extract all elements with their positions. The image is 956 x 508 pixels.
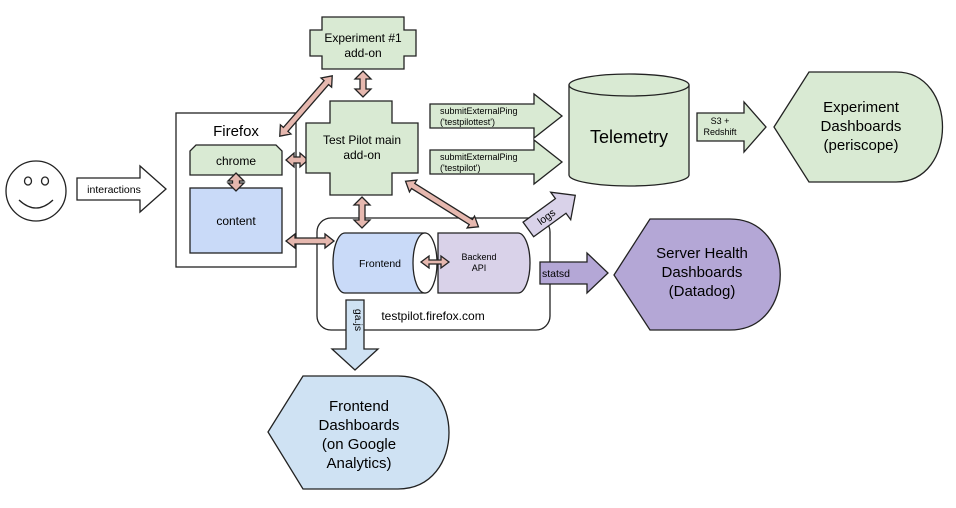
experiment-addon-line2: add-on — [344, 46, 381, 60]
frontend-dashboards-box: Frontend Dashboards (on Google Analytics… — [267, 375, 450, 490]
testpilot-addon-box: Test Pilot main add-on — [305, 100, 419, 196]
experiment-dashboards-line1: Experiment — [823, 99, 900, 116]
gajs-label: ga.js — [352, 309, 364, 331]
backend-api-line2: API — [472, 263, 487, 273]
server-health-line2: Dashboards — [662, 264, 743, 281]
statsd-arrow: statsd — [539, 251, 609, 295]
server-health-line3: (Datadog) — [669, 283, 736, 300]
experiment-dashboards-line2: Dashboards — [821, 118, 902, 135]
frontend-backend-arrow — [419, 254, 451, 270]
telemetry-database: Telemetry — [568, 73, 690, 187]
backend-api-line1: Backend — [461, 252, 496, 262]
s3-redshift-arrow: S3 + Redshift — [696, 100, 767, 154]
content-box: content — [189, 187, 283, 254]
testpilot-backend-arrow — [404, 179, 480, 229]
ping-arrow-testpilottest-line1: submitExternalPing — [440, 106, 518, 116]
frontend-dashboards-line4: Analytics) — [326, 455, 391, 472]
experiment-testpilot-arrow — [353, 70, 373, 98]
experiment-addon-line1: Experiment #1 — [324, 31, 402, 45]
s3-redshift-line1: S3 + — [711, 116, 730, 126]
testpilot-addon-line2: add-on — [343, 148, 380, 162]
website-domain-label: testpilot.firefox.com — [381, 309, 484, 323]
testpilot-website-arrow — [352, 196, 372, 229]
ping-arrow-testpilot: submitExternalPing ('testpilot') — [429, 138, 564, 186]
experiment-addon-box: Experiment #1 add-on — [309, 16, 417, 70]
statsd-label: statsd — [542, 268, 570, 280]
gajs-arrow: ga.js — [330, 299, 380, 371]
interactions-arrow: interactions — [76, 164, 167, 214]
testpilot-addon-line1: Test Pilot main — [323, 133, 401, 147]
frontend-dashboards-line2: Dashboards — [319, 417, 400, 434]
firefox-title: Firefox — [213, 123, 259, 140]
frontend-label: Frontend — [359, 258, 401, 270]
ping-arrow-testpilot-line1: submitExternalPing — [440, 152, 518, 162]
frontend-dashboards-line1: Frontend — [329, 398, 389, 415]
server-health-line1: Server Health — [656, 245, 748, 262]
frontend-box: Frontend — [332, 232, 438, 294]
telemetry-label: Telemetry — [590, 127, 668, 147]
server-health-dashboards-box: Server Health Dashboards (Datadog) — [613, 218, 781, 331]
logs-arrow: logs — [522, 191, 577, 238]
chrome-label: chrome — [216, 154, 256, 168]
ping-arrow-testpilottest: submitExternalPing ('testpilottest') — [429, 92, 564, 140]
experiment-dashboards-line3: (periscope) — [823, 137, 898, 154]
content-frontend-arrow — [284, 232, 336, 250]
ping-arrow-testpilottest-line2: ('testpilottest') — [440, 117, 495, 127]
backend-api-box: Backend API — [437, 232, 531, 294]
experiment-dashboards-box: Experiment Dashboards (periscope) — [773, 71, 944, 183]
user-smiley-icon — [5, 160, 67, 222]
ping-arrow-testpilot-line2: ('testpilot') — [440, 163, 480, 173]
s3-redshift-line2: Redshift — [703, 127, 737, 137]
chrome-content-arrow — [226, 172, 246, 192]
interactions-label: interactions — [87, 184, 141, 196]
frontend-dashboards-line3: (on Google — [322, 436, 396, 453]
experiment-chrome-arrow — [279, 75, 333, 137]
chrome-box: chrome — [189, 144, 283, 176]
content-label: content — [216, 214, 256, 228]
